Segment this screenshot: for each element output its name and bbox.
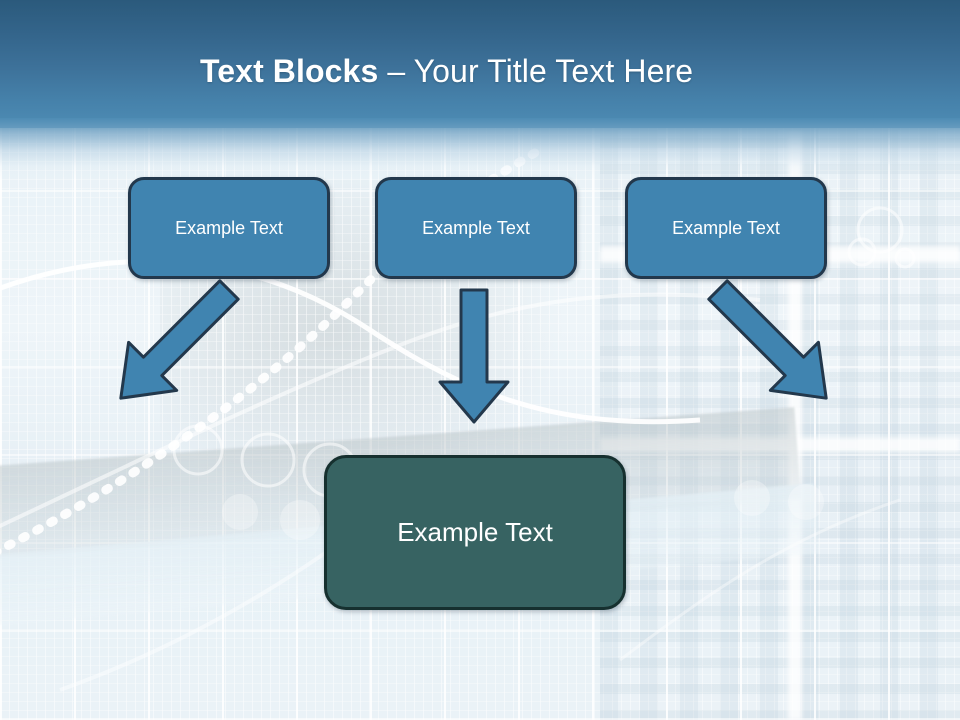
text-block-3[interactable]: Example Text (625, 177, 827, 279)
page-title-bold: Text Blocks (200, 53, 388, 89)
header-gradient-fade (0, 118, 960, 180)
result-text-block[interactable]: Example Text (324, 455, 626, 610)
text-block-2-label: Example Text (422, 217, 530, 238)
text-block-1[interactable]: Example Text (128, 177, 330, 279)
text-block-3-label: Example Text (672, 217, 780, 238)
header-band (0, 0, 960, 128)
text-block-2[interactable]: Example Text (375, 177, 577, 279)
page-title: Text Blocks – Your Title Text Here (200, 50, 693, 92)
result-text-block-label: Example Text (397, 517, 553, 547)
page-title-normal: – Your Title Text Here (387, 53, 694, 89)
text-block-1-label: Example Text (175, 217, 283, 238)
